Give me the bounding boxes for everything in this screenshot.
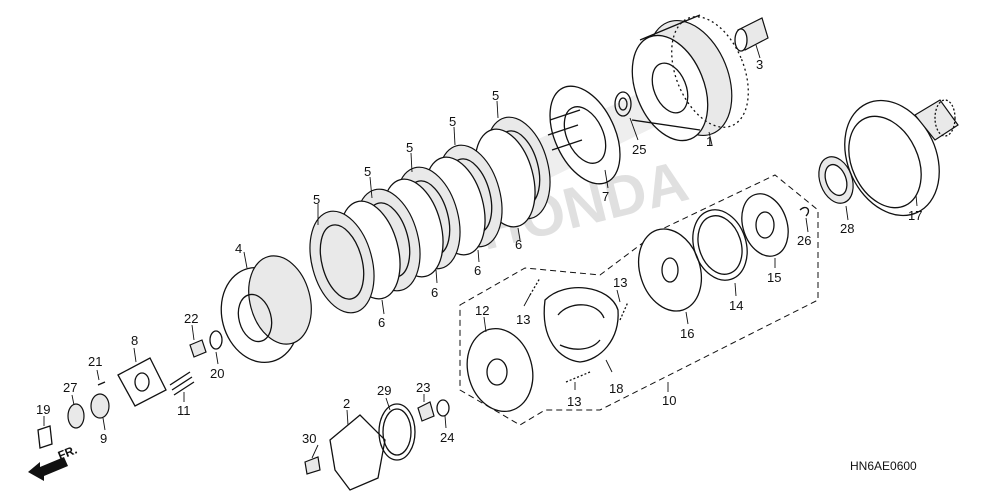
callout-30: 30	[302, 431, 316, 446]
cover-assembly	[304, 399, 450, 491]
callout-24: 24	[440, 430, 454, 445]
washer-20	[209, 330, 223, 350]
bearing-27	[67, 403, 85, 429]
cover-2	[329, 414, 386, 491]
callout-11: 11	[177, 403, 191, 418]
shaft-19	[37, 425, 53, 449]
drive-gear-drum	[844, 99, 959, 217]
small-hardware	[37, 330, 223, 449]
callout-1: 1	[706, 134, 713, 149]
nut-22	[189, 339, 207, 358]
part-10-group-outline	[459, 174, 819, 426]
front-arrow-icon	[28, 457, 68, 481]
clip-26	[799, 206, 810, 217]
callout-22: 22	[184, 311, 198, 326]
callout-13b: 13	[613, 275, 627, 290]
callout-7: 7	[602, 189, 609, 204]
callout-5d: 5	[449, 114, 456, 129]
callout-6a: 6	[378, 315, 385, 330]
callout-3: 3	[756, 57, 763, 72]
callout-13a: 13	[516, 312, 530, 327]
callout-13c: 13	[567, 394, 581, 409]
callout-27: 27	[63, 380, 77, 395]
drive-plate-12	[466, 327, 534, 413]
callout-28: 28	[840, 221, 854, 236]
diagram-code: HN6AE0600	[850, 459, 917, 473]
nut-23	[417, 401, 435, 422]
bolt-30	[304, 456, 321, 475]
callout-29: 29	[377, 383, 391, 398]
callout-5b: 5	[364, 164, 371, 179]
callout-21: 21	[88, 354, 102, 369]
bushing-part	[734, 17, 769, 52]
plate-8	[117, 357, 167, 407]
screw-21	[97, 381, 106, 386]
clutch-plate-stack	[309, 116, 551, 314]
front-direction-indicator: FR.	[28, 443, 79, 481]
callout-12: 12	[475, 303, 489, 318]
callout-6d: 6	[515, 237, 522, 252]
callout-8: 8	[131, 333, 138, 348]
callout-18: 18	[609, 381, 623, 396]
callout-5e: 5	[492, 88, 499, 103]
callout-6b: 6	[431, 285, 438, 300]
callout-20: 20	[210, 366, 224, 381]
washer-25	[614, 91, 632, 117]
callout-14: 14	[729, 298, 743, 313]
callout-5c: 5	[406, 140, 413, 155]
callout-10: 10	[662, 393, 676, 408]
callout-16: 16	[680, 326, 694, 341]
gasket-29	[378, 403, 416, 461]
callout-15: 15	[767, 270, 781, 285]
callout-23: 23	[416, 380, 430, 395]
washer-24	[436, 399, 450, 417]
callout-labels: 1 2 3 4 5 5 5 5 5 6 6 6 6 7 8 9 10 11 12…	[36, 57, 922, 446]
discs-16-14-15	[638, 193, 810, 312]
callout-25: 25	[632, 142, 646, 157]
front-label: FR.	[56, 443, 79, 463]
callout-4: 4	[235, 241, 242, 256]
one-way-bearing	[818, 156, 854, 204]
clutch-shoes-18	[543, 287, 619, 363]
springs-13	[529, 277, 629, 383]
callout-26: 26	[797, 233, 811, 248]
callout-19: 19	[36, 402, 50, 417]
callout-2: 2	[343, 396, 350, 411]
callout-5a: 5	[313, 192, 320, 207]
pressure-plate	[220, 255, 312, 364]
spring-11	[169, 371, 195, 396]
callout-9: 9	[100, 431, 107, 446]
leader-lines	[43, 44, 918, 459]
callout-6c: 6	[474, 263, 481, 278]
seal-9	[90, 393, 110, 419]
callout-17: 17	[908, 208, 922, 223]
